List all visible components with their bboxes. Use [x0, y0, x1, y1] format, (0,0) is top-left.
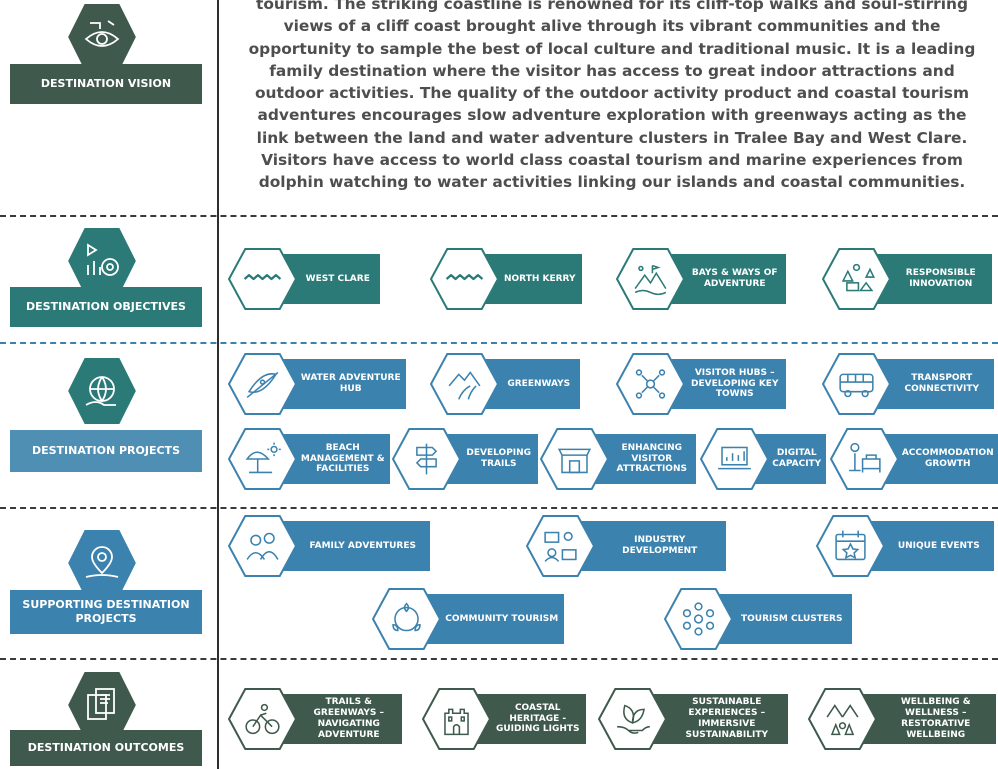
supporting-card: COMMUNITY TOURISM — [372, 588, 564, 650]
vision-hex — [66, 2, 138, 72]
projects-card: BEACH MANAGEMENT & FACILITIES — [228, 428, 390, 490]
supporting-label: SUPPORTING DESTINATION PROJECTS — [10, 590, 202, 634]
divider-vision-objectives — [0, 215, 998, 217]
supporting-card: TOURISM CLUSTERS — [664, 588, 852, 650]
outcomes-card-hex — [422, 688, 491, 750]
vision-line: family destination where the visitor has… — [269, 61, 955, 80]
supporting-card: FAMILY ADVENTURES — [228, 515, 430, 577]
outcomes-card-hex — [808, 688, 877, 750]
projects-card-hex — [540, 428, 609, 490]
projects-card: DIGITAL CAPACITY — [700, 428, 826, 490]
objectives-label: DESTINATION OBJECTIVES — [10, 287, 202, 327]
divider-projects-supporting — [0, 507, 998, 509]
projects-card: GREENWAYS — [430, 353, 580, 415]
outcomes-label: DESTINATION OUTCOMES — [10, 730, 202, 766]
projects-card-hex — [616, 353, 685, 415]
vision-line: tourism. The striking coastline is renow… — [255, 0, 968, 13]
supporting-card-hex — [526, 515, 595, 577]
supporting-card-hex — [664, 588, 733, 650]
projects-card: ACCOMMODATION GROWTH — [830, 428, 998, 490]
vision-line: dolphin watching to water activities lin… — [258, 173, 966, 192]
objectives-card-hex — [228, 248, 297, 310]
vision-line: opportunity to sample the best of local … — [248, 39, 976, 58]
supporting-card: UNIQUE EVENTS — [816, 515, 994, 577]
vision-label: DESTINATION VISION — [10, 64, 202, 104]
supporting-card-hex — [816, 515, 885, 577]
outcomes-card: COASTAL HERITAGE - GUIDING LIGHTS — [422, 688, 586, 750]
projects-card-hex — [392, 428, 461, 490]
projects-card-hex — [822, 353, 891, 415]
projects-card-hex — [430, 353, 499, 415]
vision-text: tourism. The striking coastline is renow… — [232, 0, 992, 194]
divider-objectives-projects — [0, 342, 998, 344]
objectives-card: BAYS & WAYS OF ADVENTURE — [616, 248, 786, 310]
projects-label: DESTINATION PROJECTS — [10, 430, 202, 472]
projects-card: TRANSPORT CONNECTIVITY — [822, 353, 994, 415]
outcomes-card: SUSTAINABLE EXPERIENCES – IMMERSIVE SUST… — [598, 688, 788, 750]
projects-hex — [66, 356, 138, 426]
vision-line: link between the land and water adventur… — [256, 128, 968, 147]
divider-supporting-outcomes — [0, 658, 998, 660]
projects-card-hex — [228, 428, 297, 490]
projects-card: DEVELOPING TRAILS — [392, 428, 538, 490]
vertical-divider — [217, 0, 219, 769]
projects-card-hex — [700, 428, 769, 490]
outcomes-card: TRAILS & GREENWAYS – NAVIGATING ADVENTUR… — [228, 688, 402, 750]
objectives-card-hex — [616, 248, 685, 310]
objectives-card-hex — [430, 248, 499, 310]
supporting-card-hex — [228, 515, 297, 577]
objectives-card: RESPONSIBLE INNOVATION — [822, 248, 992, 310]
projects-card-hex — [228, 353, 297, 415]
vision-line: outdoor activities. The quality of the o… — [254, 84, 969, 103]
projects-card-hex — [830, 428, 899, 490]
supporting-hex — [66, 528, 138, 598]
supporting-card: INDUSTRY DEVELOPMENT — [526, 515, 726, 577]
objectives-card-hex — [822, 248, 891, 310]
vision-line: adventures encourages slow adventure exp… — [257, 106, 967, 125]
outcomes-card: WELLBEING & WELLNESS – RESTORATIVE WELLB… — [808, 688, 996, 750]
projects-card: VISITOR HUBS – DEVELOPING KEY TOWNS — [616, 353, 786, 415]
projects-card: ENHANCING VISITOR ATTRACTIONS — [540, 428, 696, 490]
outcomes-card-hex — [598, 688, 667, 750]
objectives-card: WEST CLARE — [228, 248, 380, 310]
outcomes-card-hex — [228, 688, 297, 750]
objectives-card: NORTH KERRY — [430, 248, 582, 310]
vision-line: Visitors have access to world class coas… — [261, 151, 963, 170]
vision-line: views of a cliff coast brought alive thr… — [283, 17, 941, 36]
supporting-card-hex — [372, 588, 441, 650]
projects-card: WATER ADVENTURE HUB — [228, 353, 406, 415]
objectives-hex — [66, 226, 138, 296]
